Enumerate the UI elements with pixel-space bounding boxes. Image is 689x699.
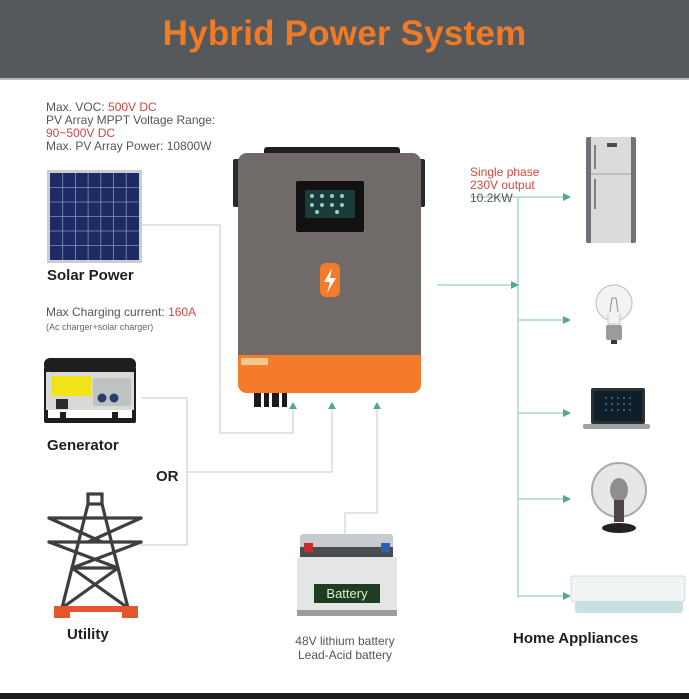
- max-voc-label: Max. VOC:: [46, 100, 109, 114]
- arrow-up-icon: [373, 402, 381, 409]
- max-pv-power: Max. PV Array Power: 10800W: [46, 139, 212, 153]
- arrow-right-icon: [563, 592, 571, 600]
- solar-specs: Max. VOC: 500V DC PV Array MPPT Voltage …: [46, 101, 215, 153]
- arrow-up-icon: [289, 402, 297, 409]
- output-power: 10.2KW: [470, 191, 513, 205]
- home-appliances-label: Home Appliances: [513, 630, 639, 647]
- battery-caption-line2: Lead-Acid battery: [297, 648, 393, 662]
- arrow-right-icon: [511, 281, 519, 289]
- output-voltage: 230V output: [470, 178, 535, 192]
- solar-power-label: Solar Power: [47, 267, 134, 284]
- grid-connector: [187, 407, 333, 473]
- max-charging-label: Max Charging current:: [46, 305, 169, 319]
- generator-label: Generator: [47, 437, 119, 454]
- or-label: OR: [156, 468, 179, 485]
- charging-specs: Max Charging current: 160A: [46, 306, 196, 319]
- battery-connector: [344, 407, 378, 540]
- battery-badge: Battery: [326, 586, 368, 601]
- arrow-right-icon: [563, 495, 571, 503]
- output-specs: Single phase 230V output 10.2KW: [470, 166, 539, 205]
- mppt-range-value: 90~500V DC: [46, 126, 116, 140]
- battery-caption: 48V lithium battery Lead-Acid battery: [270, 634, 420, 662]
- charging-note: (Ac charger+solar charger): [46, 322, 154, 332]
- utility-label: Utility: [67, 626, 109, 643]
- header-banner: Hybrid Power System: [0, 0, 689, 80]
- max-voc-value: 500V DC: [108, 100, 157, 114]
- arrow-right-icon: [563, 193, 571, 201]
- arrow-down-icon: [341, 537, 349, 544]
- solar-connector: [142, 224, 294, 434]
- arrow-up-icon: [328, 402, 336, 409]
- output-phase: Single phase: [470, 165, 540, 179]
- arrow-right-icon: [563, 409, 571, 417]
- battery-caption-line1: 48V lithium battery: [295, 634, 395, 648]
- bottom-bar: [0, 693, 689, 699]
- arrow-right-icon: [563, 316, 571, 324]
- page-title: Hybrid Power System: [162, 14, 527, 53]
- mppt-range-label: PV Array MPPT Voltage Range:: [46, 113, 216, 127]
- max-charging-value: 160A: [168, 305, 197, 319]
